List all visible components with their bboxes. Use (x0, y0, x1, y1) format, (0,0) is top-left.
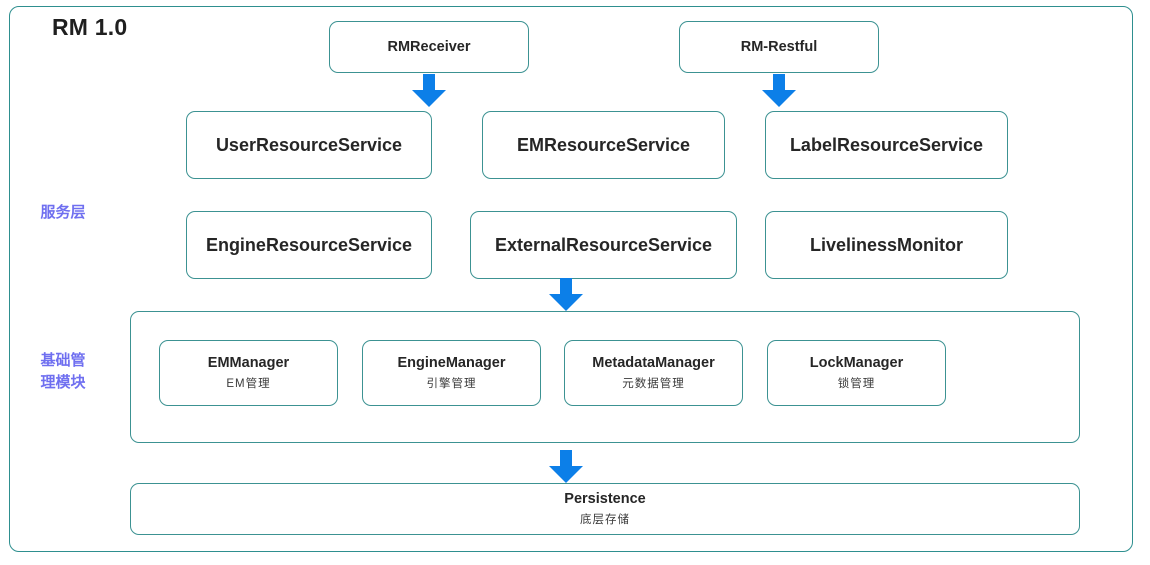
node-engine-manager-label-cn: 引擎管理 (426, 377, 477, 390)
node-external-resource-service-label: ExternalResourceService (494, 234, 713, 255)
node-liveliness-monitor-label: LivelinessMonitor (809, 234, 964, 255)
node-engine-resource-service-label: EngineResourceService (205, 234, 413, 255)
outer-frame (9, 6, 1133, 552)
node-metadata-manager[interactable]: MetadataManager 元数据管理 (564, 340, 743, 406)
arrow-rmrestful-to-labelresourceservice (758, 74, 800, 108)
layer-label-service: 服务层 (17, 202, 109, 224)
node-persistence-label-en: Persistence (564, 491, 646, 508)
node-rm-receiver-label: RMReceiver (387, 38, 471, 55)
node-persistence[interactable]: Persistence 底层存储 (130, 483, 1080, 535)
node-rm-restful-label: RM-Restful (740, 38, 818, 55)
node-rm-restful[interactable]: RM-Restful (679, 21, 879, 73)
node-user-resource-service[interactable]: UserResourceService (186, 111, 432, 179)
node-label-resource-service-label: LabelResourceService (789, 134, 984, 155)
page-title: RM 1.0 (52, 14, 128, 40)
node-persistence-label-cn: 底层存储 (580, 513, 630, 526)
node-user-resource-service-label: UserResourceService (215, 134, 403, 155)
node-em-resource-service-label: EMResourceService (516, 134, 691, 155)
node-engine-resource-service[interactable]: EngineResourceService (186, 211, 432, 279)
node-metadata-manager-label-cn: 元数据管理 (622, 377, 685, 390)
node-em-resource-service[interactable]: EMResourceService (482, 111, 725, 179)
node-metadata-manager-label-en: MetadataManager (592, 355, 715, 372)
node-liveliness-monitor[interactable]: LivelinessMonitor (765, 211, 1008, 279)
arrow-rmreceiver-to-userresourceservice (408, 74, 450, 108)
node-lock-manager[interactable]: LockManager 锁管理 (767, 340, 946, 406)
node-em-manager[interactable]: EMManager EM管理 (159, 340, 338, 406)
node-rm-receiver[interactable]: RMReceiver (329, 21, 529, 73)
node-em-manager-label-cn: EM管理 (226, 377, 271, 390)
node-lock-manager-label-en: LockManager (809, 355, 904, 372)
node-lock-manager-label-cn: 锁管理 (837, 377, 876, 390)
node-engine-manager-label-en: EngineManager (397, 355, 506, 372)
arrow-managers-to-persistence (545, 450, 587, 484)
layer-label-service-text: 服务层 (40, 204, 86, 221)
node-label-resource-service[interactable]: LabelResourceService (765, 111, 1008, 179)
node-external-resource-service[interactable]: ExternalResourceService (470, 211, 737, 279)
arrow-externalresourceservice-to-managers (545, 278, 587, 312)
node-engine-manager[interactable]: EngineManager 引擎管理 (362, 340, 541, 406)
manager-container (130, 311, 1080, 443)
layer-label-base-management: 基础管 理模块 (17, 350, 109, 394)
layer-label-base-management-line1: 基础管 (40, 352, 86, 369)
layer-label-base-management-line2: 理模块 (40, 373, 86, 391)
node-em-manager-label-en: EMManager (207, 355, 290, 372)
